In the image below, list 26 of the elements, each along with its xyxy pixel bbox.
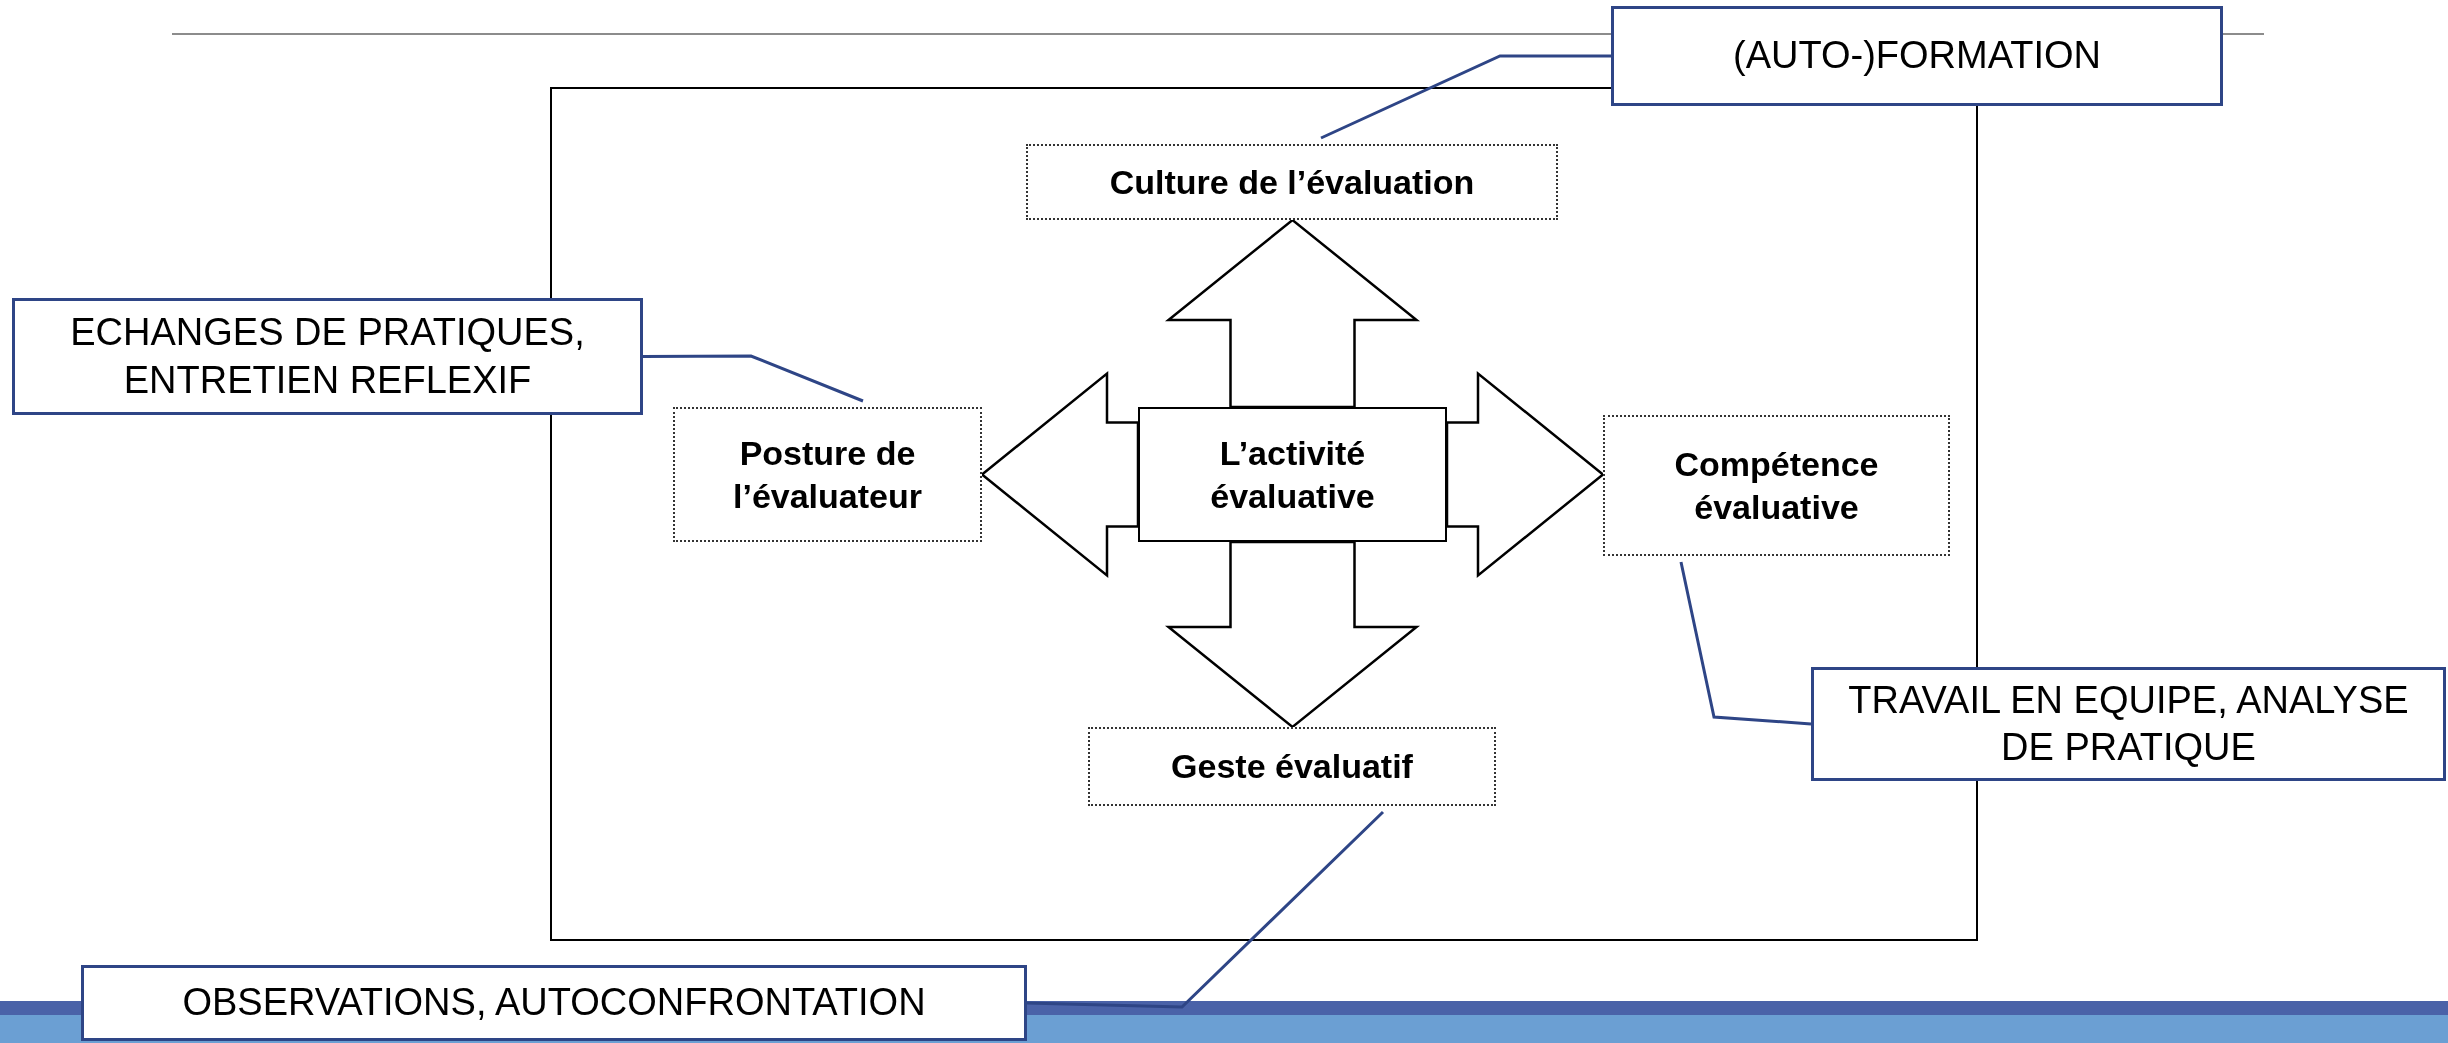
leader-line — [1026, 810, 1385, 1009]
dotted-box — [1088, 727, 1496, 806]
dotted-box — [1026, 144, 1558, 220]
concept-label: Compétence évaluative — [1673, 444, 1880, 528]
callout-box — [12, 298, 643, 415]
leader-line — [1320, 54, 1611, 140]
dotted-box — [673, 407, 982, 542]
leader-line — [643, 354, 864, 403]
concept-label: L’activité évaluative — [1209, 433, 1376, 517]
block-arrow — [1164, 218, 1421, 409]
callout-box — [1611, 6, 2223, 106]
central-box — [1138, 407, 1447, 542]
block-arrow — [1164, 540, 1421, 729]
callout-text: ECHANGES DE PRATIQUES, ENTRETIEN REFLEXIF — [69, 310, 586, 403]
callout-box — [81, 965, 1027, 1041]
callout-box — [1811, 667, 2446, 781]
block-arrow — [1445, 370, 1605, 579]
dotted-box — [1603, 415, 1950, 556]
callout-text: (AUTO-)FORMATION — [1733, 33, 2101, 79]
concept-label: Culture de l’évaluation — [1109, 161, 1475, 203]
concept-label: Geste évaluatif — [1171, 746, 1413, 788]
leader-line — [1679, 561, 1812, 726]
callout-text: OBSERVATIONS, AUTOCONFRONTATION — [182, 980, 926, 1026]
block-arrow — [980, 370, 1140, 579]
callout-text: TRAVAIL EN EQUIPE, ANALYSE DE PRATIQUE — [1847, 677, 2410, 770]
concept-label: Posture de l’évaluateur — [732, 433, 923, 517]
